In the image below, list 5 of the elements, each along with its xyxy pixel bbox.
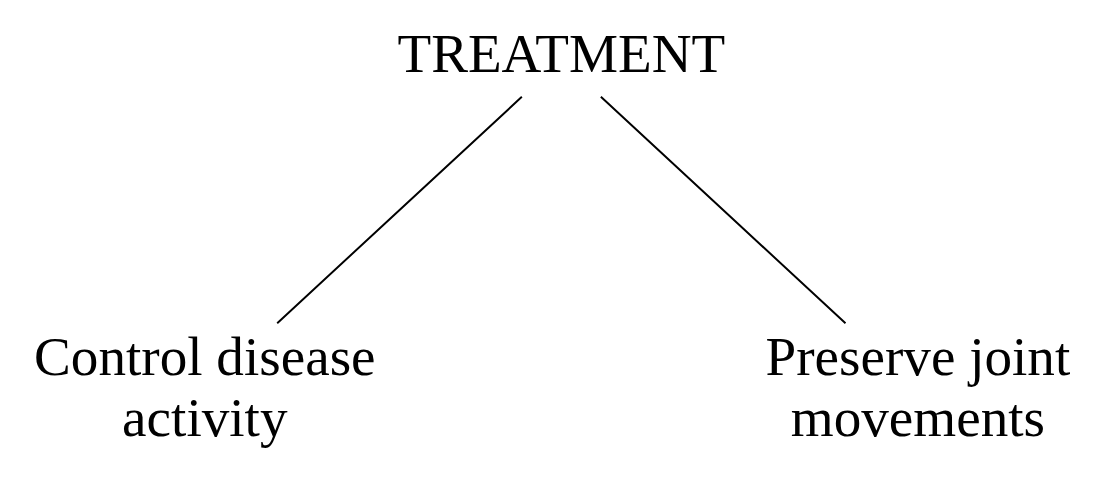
node-text: Control disease activity <box>34 325 376 448</box>
connector <box>276 95 523 324</box>
connector <box>599 95 847 324</box>
node-text: Preserve joint movements <box>765 325 1071 448</box>
node-text: TREATMENT <box>397 22 726 84</box>
